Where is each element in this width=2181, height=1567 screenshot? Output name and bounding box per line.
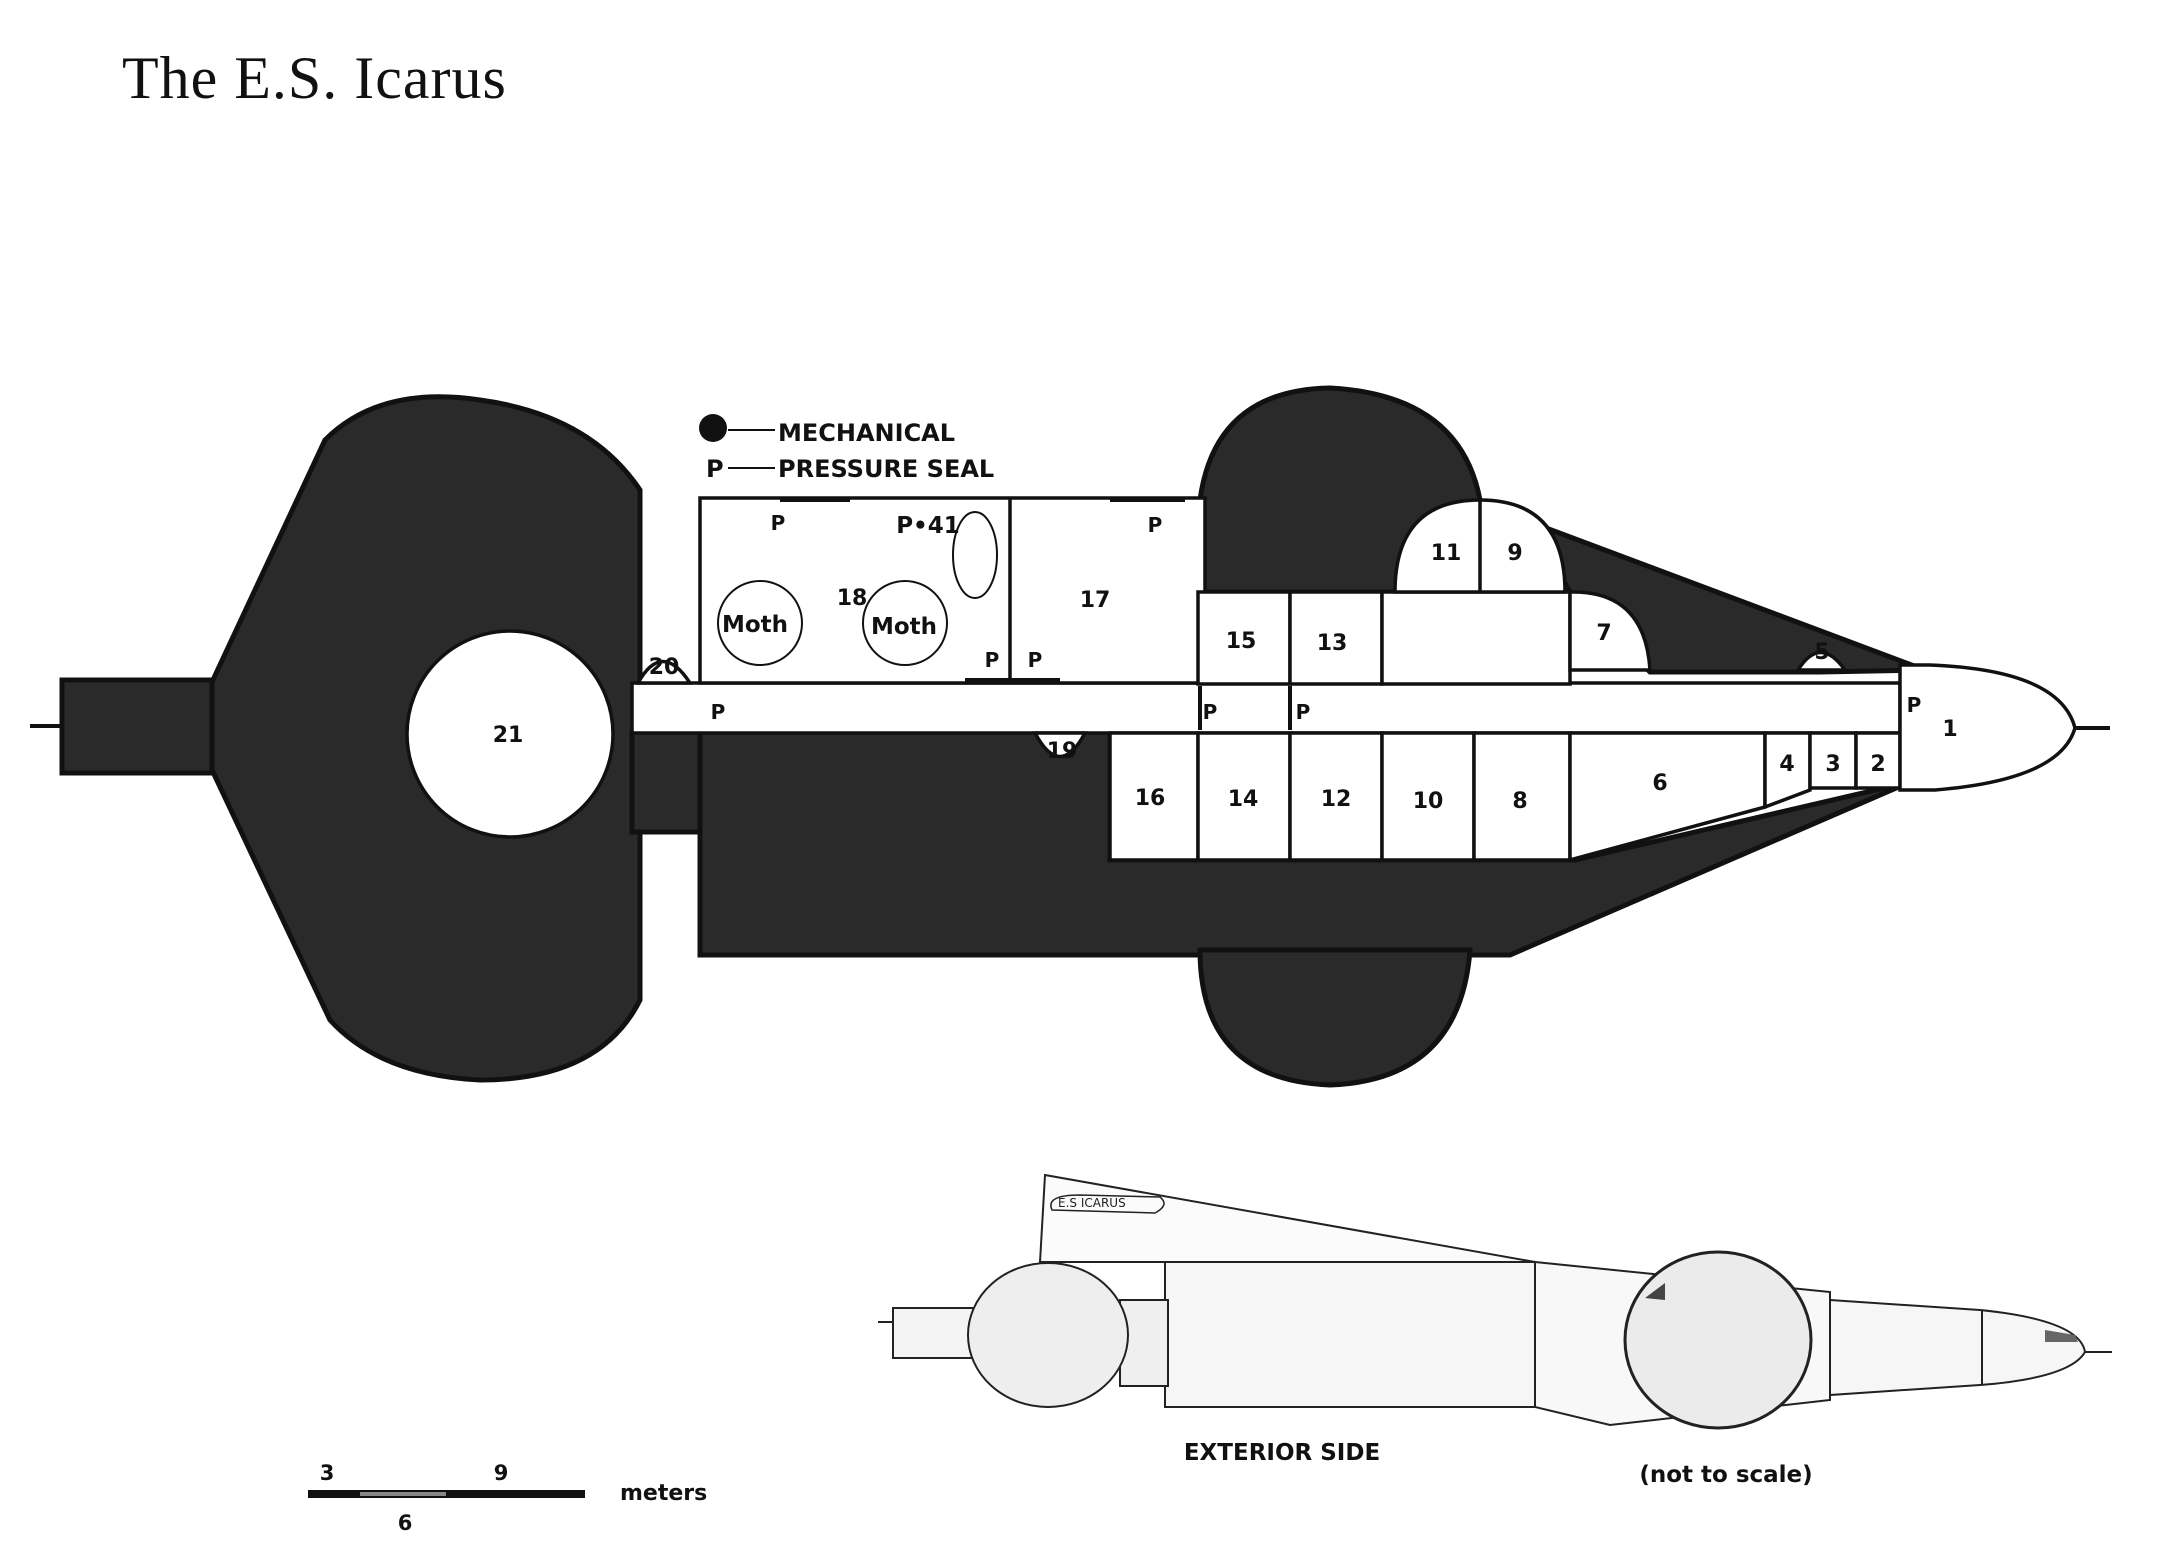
lower-pod <box>1197 947 1473 1088</box>
item-41-pod <box>952 511 998 599</box>
label-19: 19 <box>1047 739 1078 764</box>
exterior-ship-label: E.S ICARUS <box>1058 1196 1126 1210</box>
label-12: 12 <box>1321 787 1352 812</box>
seal-ticks <box>780 498 1292 730</box>
room-21 <box>405 629 615 839</box>
label-3: 3 <box>1825 752 1840 777</box>
exterior-caption: EXTERIOR SIDE <box>1184 1440 1380 1466</box>
label-8: 8 <box>1512 789 1527 814</box>
label-9: 9 <box>1507 541 1522 566</box>
scale-unit: meters <box>620 1481 707 1506</box>
scale-bar: 3 9 6 meters <box>308 1461 707 1535</box>
not-to-scale-note: (not to scale) <box>1639 1462 1812 1488</box>
moth-1 <box>717 580 803 666</box>
label-6: 6 <box>1652 771 1667 796</box>
room-labels: 1 2 3 4 5 6 7 8 9 10 11 12 13 14 15 16 1… <box>493 541 1958 814</box>
room-14 <box>1196 731 1292 862</box>
label-7: 7 <box>1596 621 1611 646</box>
central-corridor <box>630 681 1902 735</box>
label-13: 13 <box>1317 631 1348 656</box>
room-7 <box>1568 590 1652 672</box>
room-16 <box>1108 731 1200 862</box>
scale-tick-6: 6 <box>398 1511 413 1535</box>
room-5 <box>1794 650 1849 672</box>
label-5: 5 <box>1814 640 1829 665</box>
upper-open-block <box>1380 590 1572 686</box>
moth-label-2: Moth <box>871 614 937 640</box>
room-13 <box>1288 590 1384 686</box>
pressure-seal-markers: P P P P P P P P <box>711 511 1922 724</box>
label-18: 18 <box>837 586 868 611</box>
room-3 <box>1808 731 1858 790</box>
seal-p-8: P <box>1907 693 1922 717</box>
room-10 <box>1380 731 1476 862</box>
room-8 <box>1472 731 1572 862</box>
scale-tick-9: 9 <box>494 1461 509 1485</box>
legend-p-symbol: P <box>706 455 724 483</box>
equipment-labels: Moth Moth P•41 <box>722 513 960 640</box>
seal-p-4: P <box>1028 648 1043 672</box>
label-10: 10 <box>1413 789 1444 814</box>
page-title: The E.S. Icarus <box>122 45 507 111</box>
seal-p-7: P <box>1296 700 1311 724</box>
stern-stub <box>59 677 225 776</box>
label-14: 14 <box>1228 787 1259 812</box>
label-17: 17 <box>1080 588 1111 613</box>
room-12 <box>1288 731 1384 862</box>
moth-2 <box>862 580 948 666</box>
room-20 <box>635 659 694 685</box>
label-11: 11 <box>1431 541 1462 566</box>
seal-p-5: P <box>711 700 726 724</box>
item-41-label: P•41 <box>896 513 960 539</box>
scale-tick-3: 3 <box>320 1461 335 1485</box>
legend-pressure-seal: PRESSURE SEAL <box>778 455 994 483</box>
seal-p-2: P <box>1148 513 1163 537</box>
exterior-side-view: E.S ICARUS <box>878 1173 2112 1430</box>
mechanical-swatch <box>699 414 727 442</box>
label-15: 15 <box>1226 629 1257 654</box>
seal-p-1: P <box>771 511 786 535</box>
label-21: 21 <box>493 723 524 748</box>
aft-connector <box>629 729 707 835</box>
room-1 <box>1898 663 2077 792</box>
label-1: 1 <box>1942 717 1957 742</box>
room-18-17-block <box>698 496 1207 685</box>
seal-p-3: P <box>985 648 1000 672</box>
label-4: 4 <box>1779 752 1794 777</box>
seal-p-6: P <box>1203 700 1218 724</box>
room-19 <box>1032 731 1088 759</box>
moth-label-1: Moth <box>722 612 788 638</box>
room-4 <box>1763 731 1812 810</box>
legend: MECHANICAL P PRESSURE SEAL <box>699 414 994 483</box>
legend-mechanical: MECHANICAL <box>778 419 955 447</box>
label-2: 2 <box>1870 752 1885 777</box>
label-16: 16 <box>1135 786 1166 811</box>
label-20: 20 <box>649 655 680 680</box>
